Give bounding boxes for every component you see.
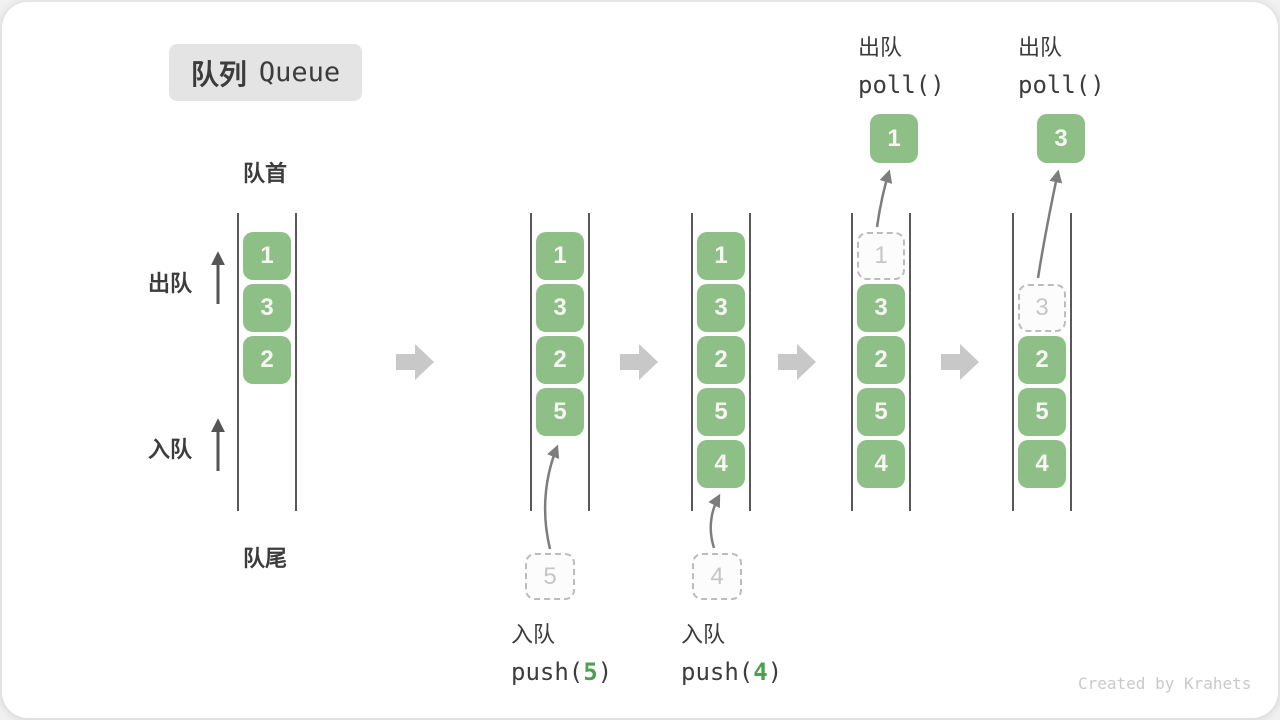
push-code: push(4) xyxy=(681,658,783,686)
queue-item: 5 xyxy=(1018,388,1066,436)
push-code: push(5) xyxy=(511,658,613,686)
queue-item: 1 xyxy=(243,232,291,280)
queue-item: 1 xyxy=(697,232,745,280)
outgoing-item-3: 3 xyxy=(1037,114,1085,163)
poll-annotation-2: 出队 poll() xyxy=(1018,30,1105,99)
incoming-item-5: 5 xyxy=(525,553,575,600)
queue-item: 5 xyxy=(536,388,584,436)
queue-item: 2 xyxy=(857,336,905,384)
queue-item-removed: 1 xyxy=(857,232,905,280)
push-label: 入队 xyxy=(681,622,726,647)
label-queue-front: 队首 xyxy=(243,161,288,186)
queue-column-1: 1 3 2 xyxy=(237,213,297,511)
queue-item: 5 xyxy=(857,388,905,436)
poll-label: 出队 xyxy=(858,35,903,60)
queue-item: 2 xyxy=(697,336,745,384)
push-label: 入队 xyxy=(511,622,556,647)
queue-item: 2 xyxy=(536,336,584,384)
queue-item: 1 xyxy=(536,232,584,280)
outgoing-item-1: 1 xyxy=(870,114,918,163)
queue-item: 4 xyxy=(857,440,905,488)
queue-column-4: 1 3 2 5 4 xyxy=(851,213,911,511)
title-en: Queue xyxy=(258,57,341,88)
label-enqueue: 入队 xyxy=(148,437,193,462)
incoming-item-4: 4 xyxy=(692,553,742,600)
push-annotation-4: 入队 push(4) xyxy=(681,617,782,686)
label-queue-rear: 队尾 xyxy=(243,546,288,571)
queue-item: 3 xyxy=(536,284,584,332)
queue-column-3: 1 3 2 5 4 xyxy=(691,213,751,511)
title-badge: 队列 Queue xyxy=(169,44,362,101)
push-arg: 5 xyxy=(583,658,598,686)
queue-item: 4 xyxy=(697,440,745,488)
queue-item: 4 xyxy=(1018,440,1066,488)
poll-code: poll() xyxy=(858,71,945,99)
queue-item: 2 xyxy=(1018,336,1066,384)
queue-column-5: 3 2 5 4 xyxy=(1012,213,1072,511)
queue-item: 3 xyxy=(857,284,905,332)
queue-item-removed: 3 xyxy=(1018,284,1066,332)
queue-item: 3 xyxy=(243,284,291,332)
push-arg: 4 xyxy=(753,658,768,686)
poll-annotation-1: 出队 poll() xyxy=(858,30,945,99)
poll-label: 出队 xyxy=(1018,35,1063,60)
queue-column-2: 1 3 2 5 xyxy=(530,213,590,511)
label-dequeue: 出队 xyxy=(148,271,193,296)
queue-item: 3 xyxy=(697,284,745,332)
poll-code: poll() xyxy=(1018,71,1105,99)
queue-item: 5 xyxy=(697,388,745,436)
title-zh: 队列 xyxy=(190,58,247,90)
push-annotation-5: 入队 push(5) xyxy=(511,617,612,686)
watermark: Created by Krahets xyxy=(1078,674,1252,693)
queue-item: 2 xyxy=(243,336,291,384)
